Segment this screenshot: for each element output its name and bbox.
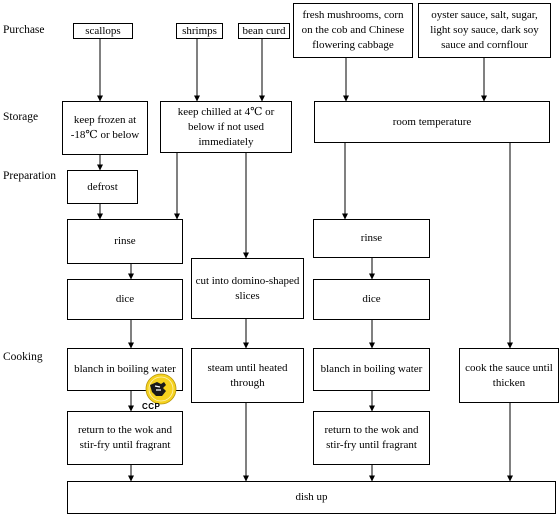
ccp-label: CCP <box>142 402 161 411</box>
ccp-hand-icon <box>145 373 177 405</box>
step-stirfry-left: return to the wok and stir-fry until fra… <box>67 411 183 465</box>
step-stirfry-right: return to the wok and stir-fry until fra… <box>313 411 430 465</box>
step-cook-sauce: cook the sauce until thicken <box>459 348 559 403</box>
storage-room-temperature: room temperature <box>314 101 550 143</box>
ingredient-shrimps: shrimps <box>176 23 223 39</box>
step-rinse-right: rinse <box>313 219 430 258</box>
step-dice-right: dice <box>313 279 430 320</box>
step-blanch-right: blanch in boiling water <box>313 348 430 391</box>
stage-label-storage: Storage <box>3 111 39 123</box>
step-cut-slices: cut into domino-shaped slices <box>191 258 304 319</box>
step-defrost: defrost <box>67 170 138 204</box>
ingredient-bean-curd: bean curd <box>238 23 290 39</box>
stage-label-cooking: Cooking <box>3 351 43 363</box>
step-dice-left: dice <box>67 279 183 320</box>
stage-label-purchase: Purchase <box>3 24 45 36</box>
stage-label-preparation: Preparation <box>3 170 57 182</box>
storage-chilled: keep chilled at 4℃ or below if not used … <box>160 101 292 153</box>
ingredient-vegetables: fresh mushrooms, corn on the cob and Chi… <box>293 3 413 58</box>
storage-frozen: keep frozen at -18℃ or below <box>62 101 148 155</box>
step-steam: steam until heated through <box>191 348 304 403</box>
ingredient-scallops: scallops <box>73 23 133 39</box>
step-dish-up: dish up <box>67 481 556 514</box>
step-rinse-left: rinse <box>67 219 183 264</box>
ingredient-seasonings: oyster sauce, salt, sugar, light soy sau… <box>418 3 551 58</box>
